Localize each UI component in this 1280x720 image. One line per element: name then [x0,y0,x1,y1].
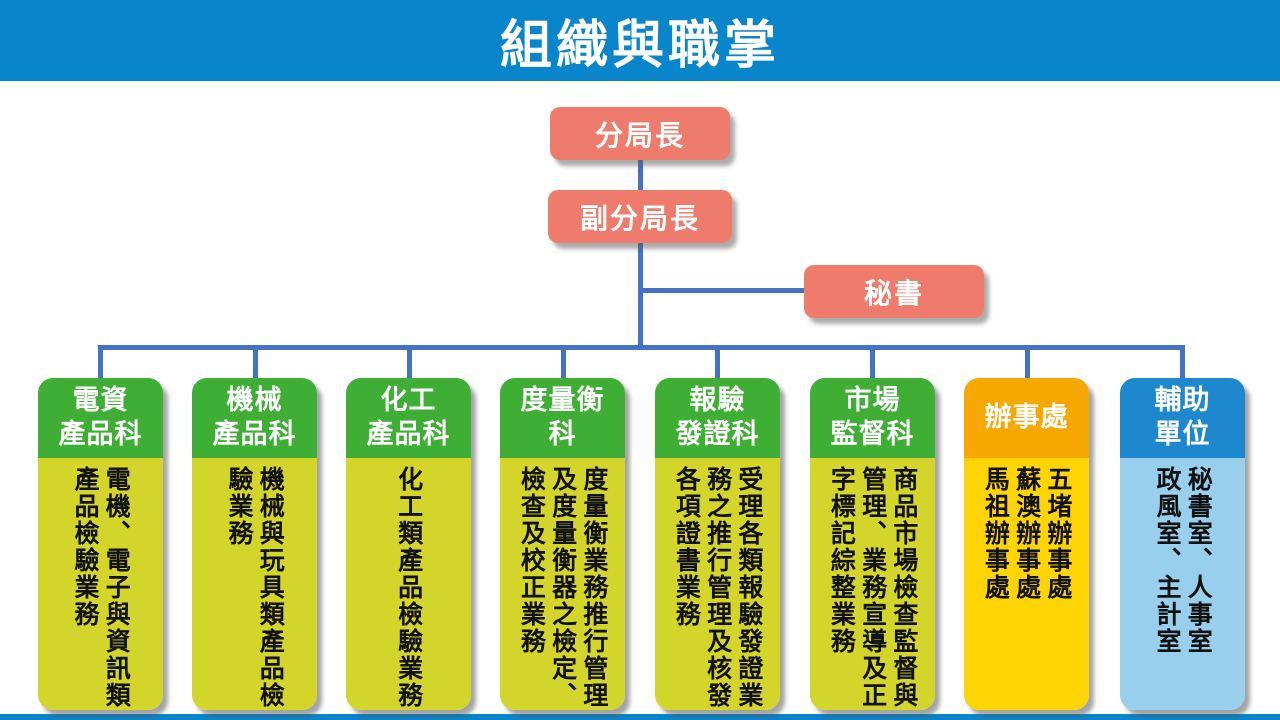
dept-duties: 度量衡業務推行管理 及度量衡器之檢定、 檢查及校正業務 [500,458,625,710]
dept-title: 報驗 發證科 [655,378,780,458]
title-bar: 組織與職掌 [0,0,1280,81]
connector-drop-7 [1025,345,1030,383]
dept-duties: 秘書室、人事室 政風室、主計室 [1120,458,1245,710]
dept-duties: 機械與玩具類產品檢 驗業務 [192,458,317,710]
page-title: 組織與職掌 [499,17,780,75]
dept-title: 度量衡 科 [500,378,625,458]
connector-drop-6 [870,345,875,383]
director-node: 分局長 [550,107,730,160]
dept-card-electrical-products: 電資 產品科 電機、電子與資訊類 產品檢驗業務 [38,378,163,710]
dept-card-mechanical-products: 機械 產品科 機械與玩具類產品檢 驗業務 [192,378,317,710]
dept-duties: 五堵辦事處 蘇澳辦事處 馬祖辦事處 [964,458,1089,710]
director-label: 分局長 [594,119,685,151]
connector-secretary [640,288,808,293]
dept-card-metrology: 度量衡 科 度量衡業務推行管理 及度量衡器之檢定、 檢查及校正業務 [500,378,625,710]
dept-title: 電資 產品科 [38,378,163,458]
dept-duties: 電機、電子與資訊類 產品檢驗業務 [38,458,163,710]
dept-duties: 商品市場檢查監督與 管理、業務宣導及正 字標記綜整業務 [810,458,935,710]
dept-title: 化工 產品科 [346,378,471,458]
connector-director-deputy [638,160,643,192]
connector-distribution [98,345,1185,350]
dept-card-market-surveillance: 市場 監督科 商品市場檢查監督與 管理、業務宣導及正 字標記綜整業務 [810,378,935,710]
dept-title: 機械 產品科 [192,378,317,458]
connector-drop-2 [253,345,258,383]
dept-card-branch-offices: 辦事處 五堵辦事處 蘇澳辦事處 馬祖辦事處 [964,378,1089,710]
connector-drop-8 [1180,345,1185,383]
dept-title: 辦事處 [964,378,1089,458]
bottom-accent-bar [0,714,1280,720]
deputy-director-label: 副分局長 [579,202,700,234]
dept-card-support-units: 輔助 單位 秘書室、人事室 政風室、主計室 [1120,378,1245,710]
dept-duties: 化工類產品檢驗業務 [346,458,471,710]
connector-drop-4 [561,345,566,383]
secretary-node: 秘書 [804,265,984,318]
connector-drop-3 [407,345,412,383]
dept-duties: 受理各類報驗發證業 務之推行管理及核發 各項證書業務 [655,458,780,710]
connector-drop-1 [98,345,103,383]
secretary-label: 秘書 [863,277,924,309]
dept-title: 輔助 單位 [1120,378,1245,458]
dept-title: 市場 監督科 [810,378,935,458]
dept-card-chemical-products: 化工 產品科 化工類產品檢驗業務 [346,378,471,710]
connector-trunk [638,243,643,350]
connector-drop-5 [715,345,720,383]
deputy-director-node: 副分局長 [548,190,732,243]
dept-card-inspection-certification: 報驗 發證科 受理各類報驗發證業 務之推行管理及核發 各項證書業務 [655,378,780,710]
